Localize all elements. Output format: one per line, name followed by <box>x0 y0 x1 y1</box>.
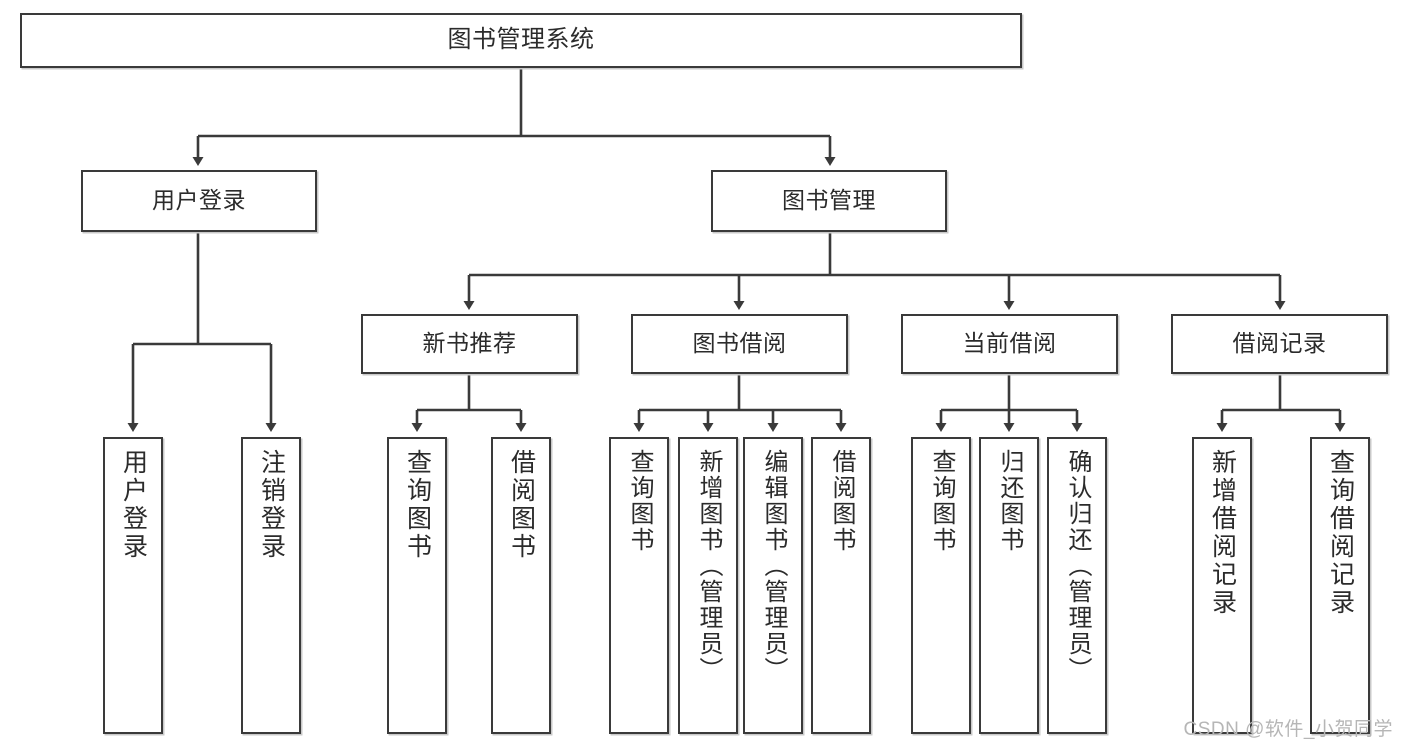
leaf-query-record-label: 查询借阅记录 <box>1326 449 1355 617</box>
leaf-user-login-label: 用户登录 <box>119 449 148 561</box>
node-root[interactable]: 图书管理系统 <box>20 13 1022 68</box>
leaf-query-record[interactable]: 查询借阅记录 <box>1310 437 1370 734</box>
leaf-logout[interactable]: 注销登录 <box>241 437 301 734</box>
leaf-edit-book[interactable]: 编辑图书（管理员） <box>743 437 803 734</box>
node-book-management-label: 图书管理 <box>782 187 876 214</box>
edge-borrowrecord-to-leaves <box>1216 374 1346 432</box>
node-user-login-label: 用户登录 <box>152 187 246 214</box>
node-borrow-record-label: 借阅记录 <box>1232 330 1327 357</box>
node-book-borrow[interactable]: 图书借阅 <box>631 314 848 374</box>
node-borrow-record[interactable]: 借阅记录 <box>1171 314 1388 374</box>
node-current-borrow[interactable]: 当前借阅 <box>901 314 1118 374</box>
leaf-borrow-book-1-label: 借阅图书 <box>507 449 536 561</box>
leaf-user-login[interactable]: 用户登录 <box>103 437 163 734</box>
leaf-add-record-label: 新增借阅记录 <box>1208 449 1237 617</box>
leaf-query-book-3-label: 查询图书 <box>928 449 955 553</box>
edge-currentborrow-to-leaves <box>935 374 1083 432</box>
node-book-borrow-label: 图书借阅 <box>692 330 787 357</box>
leaf-add-book-label: 新增图书（管理员） <box>695 449 722 683</box>
leaf-query-book-1-label: 查询图书 <box>403 449 432 561</box>
watermark: CSDN @软件_小贺同学 <box>1183 719 1393 740</box>
node-current-borrow-label: 当前借阅 <box>962 330 1057 357</box>
leaf-query-book-3[interactable]: 查询图书 <box>911 437 971 734</box>
leaf-borrow-book-2-label: 借阅图书 <box>828 449 855 553</box>
leaf-add-record[interactable]: 新增借阅记录 <box>1192 437 1252 734</box>
node-book-management[interactable]: 图书管理 <box>711 170 947 232</box>
leaf-query-book-2[interactable]: 查询图书 <box>609 437 669 734</box>
leaf-return-book[interactable]: 归还图书 <box>979 437 1039 734</box>
node-new-book-recommend-label: 新书推荐 <box>422 330 517 357</box>
leaf-query-book-2-label: 查询图书 <box>626 449 653 553</box>
leaf-logout-label: 注销登录 <box>257 449 286 561</box>
node-new-book-recommend[interactable]: 新书推荐 <box>361 314 578 374</box>
leaf-edit-book-label: 编辑图书（管理员） <box>760 449 787 683</box>
leaf-confirm-return-label: 确认归还（管理员） <box>1064 449 1091 683</box>
edge-userlogin-to-leaves <box>127 232 277 432</box>
edge-bookborrow-to-leaves <box>633 374 847 432</box>
edge-root-to-level2 <box>192 68 836 166</box>
leaf-borrow-book-2[interactable]: 借阅图书 <box>811 437 871 734</box>
edge-newbook-to-leaves <box>411 374 527 432</box>
node-root-label: 图书管理系统 <box>447 26 595 54</box>
leaf-query-book-1[interactable]: 查询图书 <box>387 437 447 734</box>
node-user-login[interactable]: 用户登录 <box>81 170 317 232</box>
leaf-borrow-book-1[interactable]: 借阅图书 <box>491 437 551 734</box>
leaf-confirm-return[interactable]: 确认归还（管理员） <box>1047 437 1107 734</box>
leaf-add-book[interactable]: 新增图书（管理员） <box>678 437 738 734</box>
edge-bookmgmt-to-level3 <box>463 232 1286 310</box>
leaf-return-book-label: 归还图书 <box>996 449 1023 553</box>
